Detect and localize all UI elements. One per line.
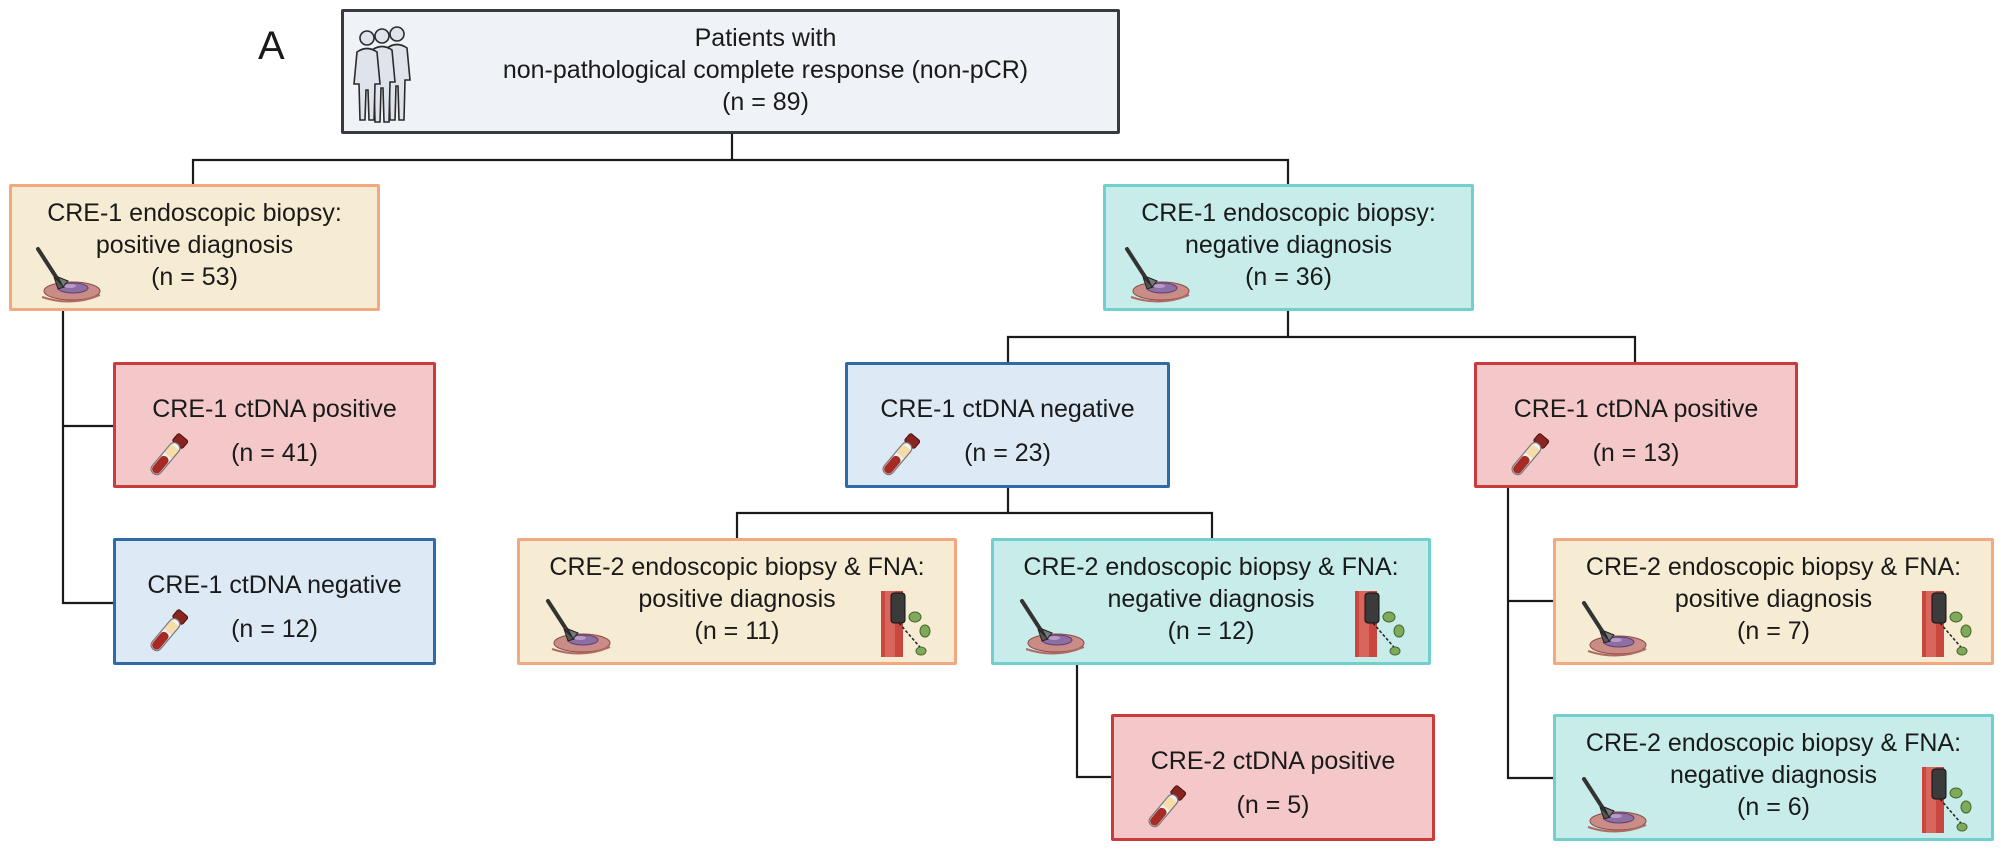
connector-left-trunk [61, 311, 113, 605]
node-text-line: CRE-2 endoscopic biopsy & FNA: [1585, 553, 1962, 581]
node-text-line: positive diagnosis [95, 231, 294, 259]
endoscopic-biopsy-icon [1582, 777, 1647, 833]
node-text: CRE-2 ctDNA positive (n = 5) [1114, 739, 1432, 827]
node-text-line: (n = 53) [151, 263, 238, 291]
node-text-line: Patients with [694, 24, 837, 52]
node-text-line: positive diagnosis [638, 585, 836, 613]
node-text: CRE-1 ctDNA positive (n = 41) [116, 387, 433, 475]
blood-tube-icon [150, 609, 189, 652]
endoscopic-biopsy-icon [1125, 247, 1190, 303]
node-text-line: CRE-2 ctDNA positive [1150, 747, 1396, 775]
node-text-line: positive diagnosis [1674, 585, 1873, 613]
node-cre2-biopsy-fna-negative-12: CRE-2 endoscopic biopsy & FNA: negative d… [991, 538, 1431, 665]
node-cre1-ctdna-negative-12: CRE-1 ctDNA negative (n = 12) [113, 538, 436, 665]
fna-needle-icon [1355, 591, 1405, 657]
fna-needle-icon [1922, 767, 1972, 833]
people-icon [353, 26, 411, 123]
node-text-line: (n = 12) [1167, 617, 1255, 645]
node-text-line: CRE-1 endoscopic biopsy: [47, 199, 342, 227]
node-root: Patients with non-pathological complete r… [341, 9, 1120, 134]
node-text: CRE-1 ctDNA positive (n = 13) [1477, 387, 1795, 475]
endoscopic-biopsy-icon [1582, 601, 1647, 657]
fna-needle-icon [1922, 591, 1972, 657]
node-cre1-ctdna-positive-41: CRE-1 ctDNA positive (n = 41) [113, 362, 436, 488]
node-text-line: negative diagnosis [1669, 761, 1878, 789]
node-text: CRE-2 endoscopic biopsy & FNA: negative d… [994, 551, 1428, 647]
node-cre1-biopsy-positive: CRE-1 endoscopic biopsy: positive diagnos… [9, 184, 380, 311]
node-text-line: (n = 12) [231, 615, 318, 643]
endoscopic-biopsy-icon [1020, 599, 1085, 655]
node-cre2-biopsy-fna-negative-6: CRE-2 endoscopic biopsy & FNA: negative d… [1553, 714, 1994, 841]
node-text: CRE-2 endoscopic biopsy & FNA: positive d… [520, 551, 954, 647]
node-text-line: CRE-1 ctDNA negative [880, 395, 1135, 423]
blood-tube-icon [1511, 433, 1550, 476]
node-text-line: CRE-2 endoscopic biopsy & FNA: [1585, 729, 1962, 757]
connector-ctdna-neg-bar [735, 511, 1214, 538]
node-text-line: non-pathological complete response (non-… [502, 56, 1029, 84]
node-text-line: CRE-1 ctDNA negative [147, 571, 402, 599]
node-text: CRE-1 endoscopic biopsy: negative diagnos… [1106, 197, 1471, 293]
endoscopic-biopsy-icon [36, 247, 101, 303]
node-cre2-biopsy-fna-positive-7: CRE-2 endoscopic biopsy & FNA: positive d… [1553, 538, 1994, 665]
node-text: CRE-2 endoscopic biopsy & FNA: negative d… [1556, 727, 1991, 823]
fna-needle-icon [881, 591, 931, 657]
connector-right-trunk [1506, 488, 1553, 780]
blood-tube-icon [882, 433, 921, 476]
node-text: CRE-1 ctDNA negative (n = 23) [848, 387, 1167, 475]
node-text-line: (n = 5) [1236, 791, 1310, 819]
node-cre2-ctdna-positive-5: CRE-2 ctDNA positive (n = 5) [1111, 714, 1435, 841]
node-text: Patients with non-pathological complete r… [414, 22, 1117, 118]
node-text-line: (n = 7) [1737, 617, 1810, 645]
panel-label: A [258, 24, 285, 68]
endoscopic-biopsy-icon [546, 599, 611, 655]
node-text-line: (n = 89) [722, 88, 809, 116]
node-text-line: CRE-1 ctDNA positive [152, 395, 397, 423]
node-cre1-ctdna-positive-13: CRE-1 ctDNA positive (n = 13) [1474, 362, 1798, 488]
node-text-line: (n = 23) [964, 439, 1051, 467]
node-text-line: CRE-1 ctDNA positive [1513, 395, 1759, 423]
node-text-line: CRE-2 endoscopic biopsy & FNA: [549, 553, 925, 581]
node-cre2-biopsy-fna-positive-11: CRE-2 endoscopic biopsy & FNA: positive d… [517, 538, 957, 665]
node-text-line: (n = 6) [1737, 793, 1810, 821]
node-text-line: (n = 41) [231, 439, 318, 467]
node-text-line: (n = 36) [1245, 263, 1332, 291]
node-text-line: (n = 13) [1592, 439, 1680, 467]
node-text: CRE-1 endoscopic biopsy: positive diagnos… [12, 197, 377, 293]
blood-tube-icon [150, 433, 189, 476]
connector-right-bar [1006, 335, 1637, 362]
node-text-line: CRE-2 endoscopic biopsy & FNA: [1023, 553, 1399, 581]
node-text: CRE-1 ctDNA negative (n = 12) [116, 563, 433, 651]
node-cre1-biopsy-negative: CRE-1 endoscopic biopsy: negative diagnos… [1103, 184, 1474, 311]
node-text: CRE-2 endoscopic biopsy & FNA: positive d… [1556, 551, 1991, 647]
node-cre1-ctdna-negative-23: CRE-1 ctDNA negative (n = 23) [845, 362, 1170, 488]
blood-tube-icon [1148, 785, 1187, 828]
node-text-line: negative diagnosis [1184, 231, 1393, 259]
connector-root-bar [191, 158, 1290, 184]
node-text-line: (n = 11) [694, 617, 780, 645]
node-text-line: CRE-1 endoscopic biopsy: [1141, 199, 1436, 227]
connector-cre2-ctdna [1075, 665, 1111, 779]
node-text-line: negative diagnosis [1107, 585, 1315, 613]
